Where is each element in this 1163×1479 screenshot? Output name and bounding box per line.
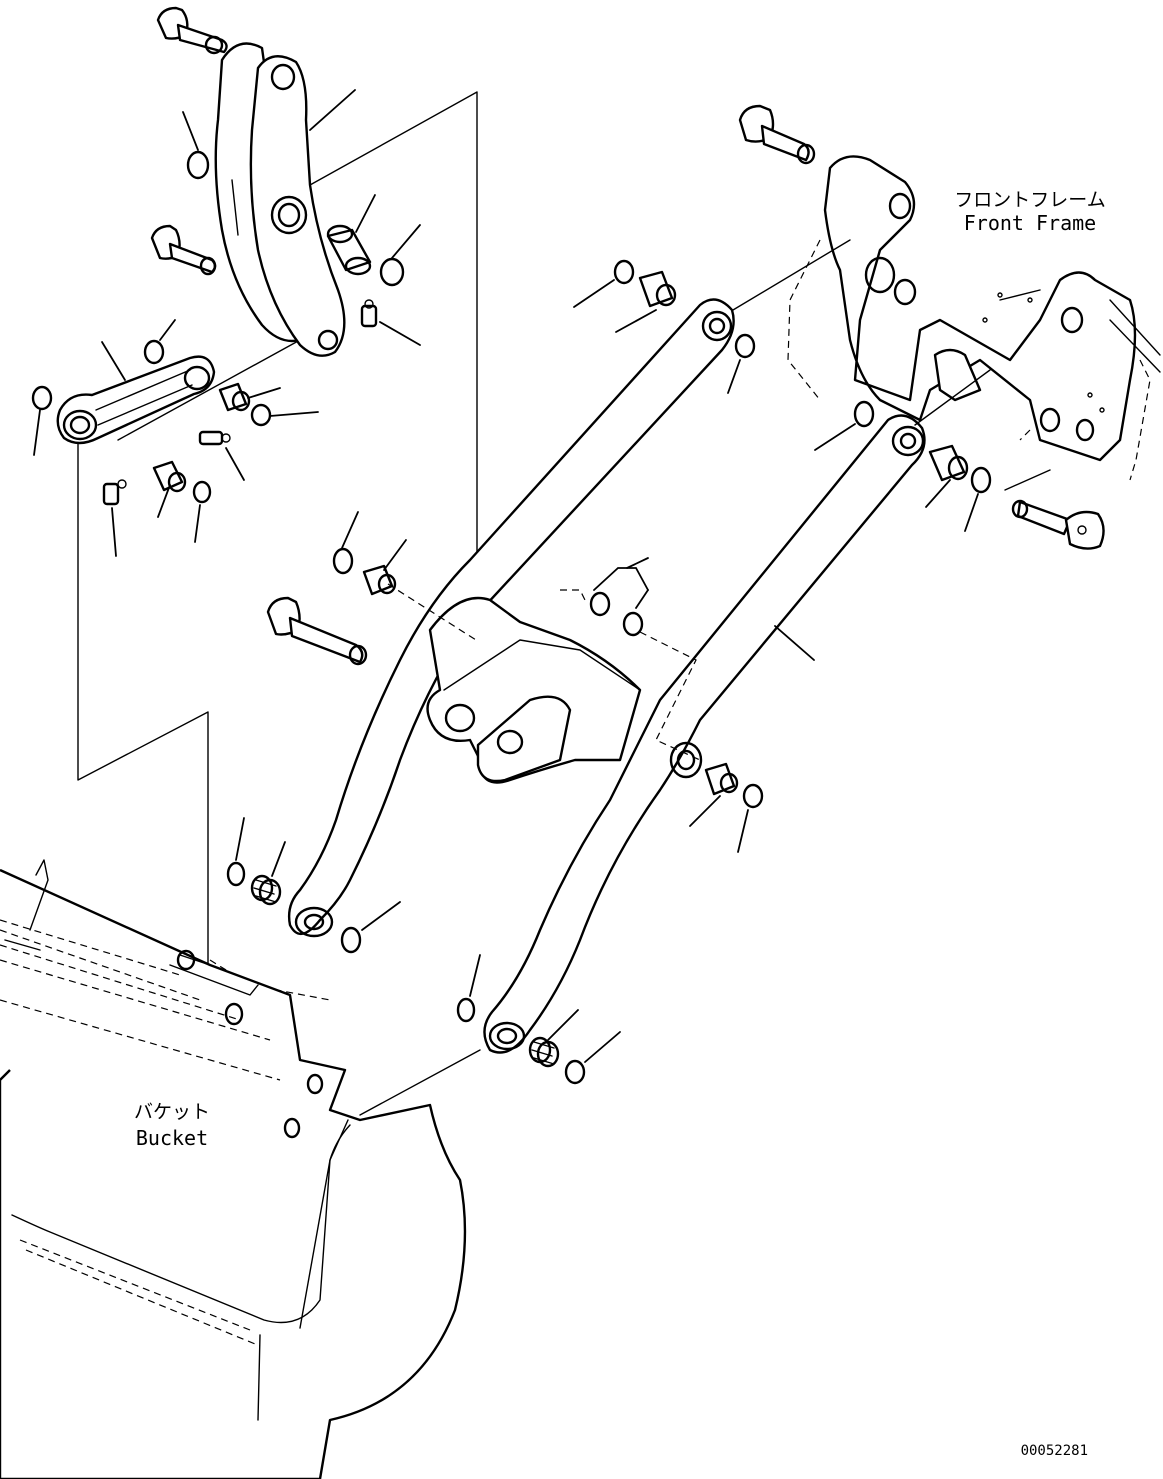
bushing-icon (928, 444, 969, 482)
bushing-icon (218, 382, 251, 412)
bucket-link (56, 355, 216, 445)
bucket (0, 859, 481, 1479)
bushing-icon (362, 564, 397, 596)
grease-fitting-icon (102, 479, 127, 506)
o-ring-icon (456, 997, 476, 1023)
leader-lines (33, 319, 319, 557)
front-frame-label-en: Front Frame (964, 211, 1096, 235)
leader-lines (235, 279, 979, 1063)
o-ring-icon (226, 861, 246, 887)
bushing-icon (326, 224, 372, 276)
o-ring-icon (622, 611, 644, 637)
bushing-icon (152, 460, 187, 493)
o-ring-icon (340, 926, 362, 954)
o-ring-icon (31, 385, 53, 411)
o-ring-icon (379, 257, 405, 287)
grease-fitting-icon (360, 299, 378, 328)
dashed-connections (209, 583, 701, 1001)
leader-lines (732, 239, 1051, 491)
bell-crank (214, 42, 346, 357)
o-ring-icon (186, 150, 210, 180)
o-ring-icon (332, 547, 354, 575)
o-ring-icon (970, 466, 992, 494)
front-frame-label-jp: フロントフレーム (954, 189, 1105, 211)
pin-icon (738, 104, 816, 165)
pin-icon (1011, 499, 1105, 550)
pin-icon (266, 596, 368, 666)
bushing-icon (528, 1036, 560, 1068)
bucket-label-en: Bucket (136, 1126, 208, 1150)
o-ring-icon (564, 1059, 586, 1085)
o-ring-icon (143, 339, 165, 365)
boom-arm-right (483, 414, 926, 1054)
bushing-icon (638, 270, 677, 308)
pin-icon (156, 6, 228, 55)
grease-fitting-icon (198, 430, 231, 446)
o-ring-icon (250, 403, 272, 427)
bucket-label-jp: バケット (134, 1101, 210, 1123)
cross-tube-bracket (426, 596, 642, 784)
o-ring-icon (192, 480, 212, 504)
o-ring-icon (853, 400, 875, 428)
reference-outline-lines (77, 91, 478, 976)
leader-lines (182, 89, 421, 346)
o-ring-icon (613, 259, 635, 285)
boom-arm-left (287, 298, 735, 938)
bushing-icon (704, 762, 739, 796)
drawing-number: 00052281 (1021, 1443, 1088, 1459)
bushing-icon (250, 874, 282, 906)
o-ring-icon (589, 591, 611, 617)
front-frame (787, 155, 1161, 481)
o-ring-icon (742, 783, 764, 809)
o-ring-icon (734, 333, 756, 359)
pin-icon (150, 224, 217, 276)
